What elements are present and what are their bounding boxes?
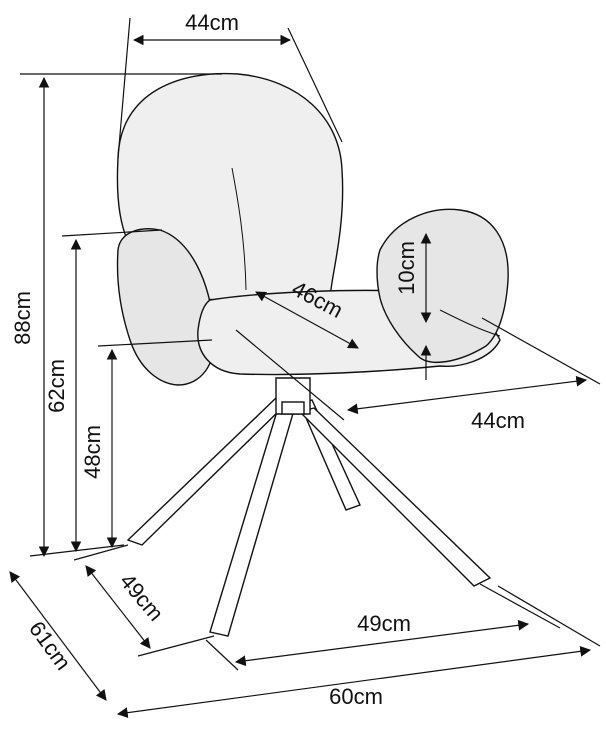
swivel-plate — [281, 401, 305, 415]
label-armrest-thickness: 10cm — [394, 241, 419, 295]
back-width-extension-left — [117, 17, 131, 159]
seat-width-extension-left — [235, 329, 345, 421]
label-overall-depth: 61cm — [24, 616, 76, 674]
chair-base — [126, 377, 492, 637]
overall-width-dimension-line — [116, 645, 592, 719]
base-depth-extension-top — [73, 544, 129, 561]
leg-front-right — [298, 407, 492, 587]
leg-front — [209, 407, 295, 637]
overall-width-extension-right — [497, 585, 601, 647]
backrest-seam — [231, 167, 247, 291]
label-seat-width: 44cm — [471, 408, 525, 433]
base-width-extension-right — [479, 583, 561, 629]
label-seat-height: 48cm — [80, 425, 105, 479]
label-overall-width: 60cm — [329, 684, 383, 709]
armrest-height-extension-top — [61, 229, 163, 237]
dimension-lines — [9, 17, 601, 719]
seat-width-extension-right — [481, 317, 601, 385]
dimension-labels: 44cm 88cm 62cm 48cm 46cm 10cm 44cm 49cm … — [10, 10, 525, 709]
base-width-extension-left — [205, 639, 239, 671]
chair-illustration — [116, 72, 509, 637]
right-armrest-seam — [439, 309, 501, 337]
back-width-extension-right — [287, 27, 343, 143]
label-base-depth: 49cm — [115, 569, 169, 626]
label-armrest-height: 62cm — [44, 359, 69, 413]
seat-height-extension-top — [97, 339, 213, 347]
base-depth-extension-bottom — [137, 635, 215, 657]
floor-reference-line — [29, 544, 125, 557]
seat-width-dimension-line — [346, 375, 588, 415]
label-back-width: 44cm — [185, 10, 239, 35]
label-base-width: 49cm — [357, 611, 411, 636]
label-total-height: 88cm — [10, 291, 35, 345]
seat-depth-dimension-line — [255, 291, 359, 349]
right-armrest — [376, 208, 509, 363]
overall-depth-dimension-line — [9, 571, 107, 701]
